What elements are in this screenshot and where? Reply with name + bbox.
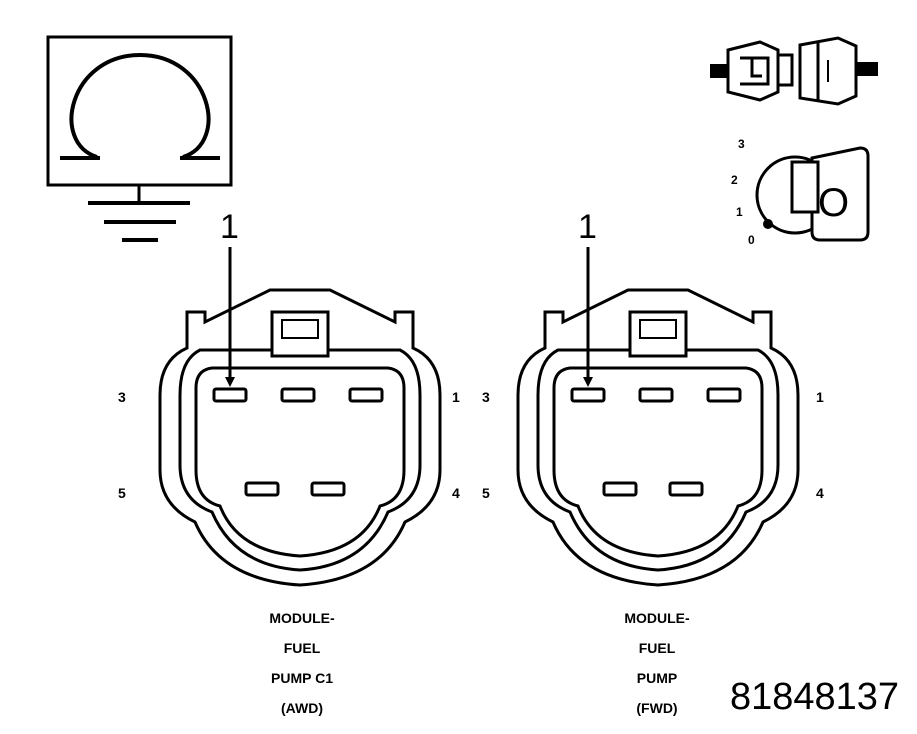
connector-label-line: FUEL [638, 640, 676, 656]
connector-label-awd: MODULE- FUEL PUMP C1 (AWD) [222, 603, 382, 723]
ignition-key-off-icon: O 3 2 1 0 [731, 137, 870, 247]
ohmmeter-icon [46, 35, 233, 187]
connector-label-line: (FWD) [636, 700, 678, 716]
connector-disconnected-icon [710, 36, 878, 106]
pin-label-1: 1 [452, 389, 460, 405]
pin-label-3: 3 [482, 389, 490, 405]
connector-awd: 3 1 5 4 1 [118, 208, 460, 587]
connector-label-fwd: MODULE- FUEL PUMP (FWD) [577, 603, 737, 723]
connector-label-line: FUEL [283, 640, 321, 656]
pin-label-5: 5 [482, 485, 490, 501]
callout-number: 1 [578, 208, 597, 246]
connector-label-line: PUMP [636, 670, 678, 686]
ignition-position-2: 2 [731, 173, 738, 187]
ignition-key-letter: O [818, 181, 849, 225]
pin-label-3: 3 [118, 389, 126, 405]
callout-number: 1 [220, 208, 239, 246]
pin-label-5: 5 [118, 485, 126, 501]
ignition-position-3: 3 [738, 137, 745, 151]
ignition-position-1: 1 [736, 205, 743, 219]
ignition-position-0: 0 [748, 233, 755, 247]
connector-label-line: MODULE- [269, 610, 335, 626]
pin-label-4: 4 [452, 485, 460, 501]
connector-fwd: 3 1 5 4 1 [482, 208, 824, 587]
connector-label-line: PUMP C1 [271, 670, 333, 686]
ground-symbol-icon [88, 185, 190, 242]
pin-label-4: 4 [816, 485, 824, 501]
pin-label-1: 1 [816, 389, 824, 405]
figure-number: 81848137 [730, 676, 900, 718]
connector-label-line: MODULE- [624, 610, 690, 626]
connector-label-line: (AWD) [281, 700, 323, 716]
